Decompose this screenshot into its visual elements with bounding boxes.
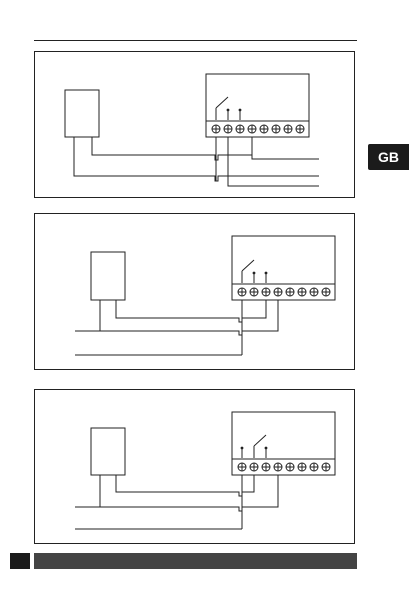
wiring-diagram-2: [34, 213, 355, 370]
sensor-box: [91, 252, 125, 300]
sensor-box: [91, 428, 125, 475]
receiver-unit: [206, 74, 309, 137]
receiver-unit: [232, 236, 335, 300]
wiring-diagram-3-svg: [35, 390, 356, 545]
receiver-unit: [232, 412, 335, 475]
footer-page-marker: [10, 553, 30, 569]
header-rule: [34, 40, 357, 41]
terminal-block: [238, 463, 330, 471]
wiring-diagram-3: [34, 389, 355, 544]
wiring-diagram-2-svg: [35, 214, 356, 371]
wiring-diagram-1-svg: [35, 52, 356, 199]
sensor-box: [65, 90, 99, 137]
wiring-diagram-1: [34, 51, 355, 198]
terminal-block: [212, 125, 304, 133]
terminal-block: [238, 288, 330, 296]
footer-bar: [34, 553, 357, 569]
language-tab-gb: GB: [368, 144, 409, 170]
